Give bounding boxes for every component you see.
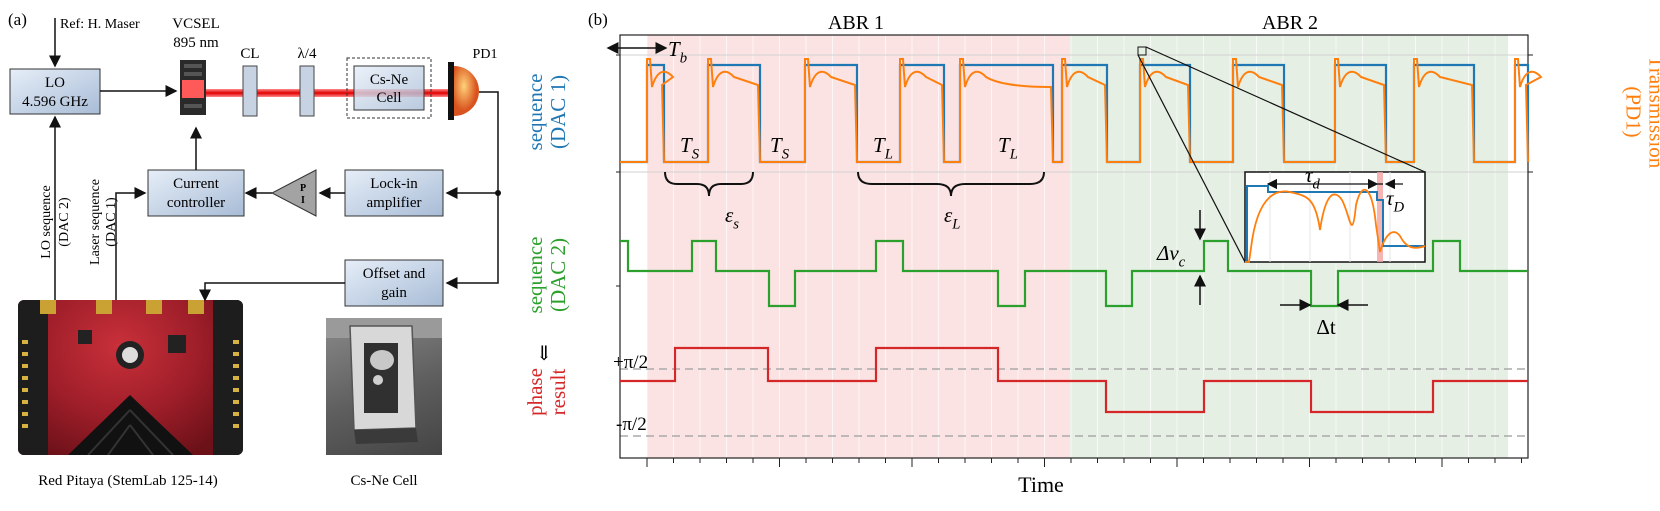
current-controller-box bbox=[147, 169, 245, 217]
svg-text:result: result bbox=[546, 369, 570, 416]
vcsel-line1: VCSEL bbox=[172, 16, 220, 32]
lo-box-line2: 4.596 GHz bbox=[22, 94, 88, 110]
pi-controller-icon bbox=[270, 169, 317, 217]
cl-label: CL bbox=[240, 46, 259, 62]
tl-label-1: TL bbox=[873, 133, 893, 162]
laser-beam bbox=[193, 89, 453, 97]
eps-s-label: εs bbox=[725, 203, 739, 232]
svg-text:Transmission: Transmission bbox=[1645, 56, 1660, 169]
setup-schematic: LO 4.596 GHz Ref: H. Maser VCSEL 895 nm … bbox=[8, 10, 501, 489]
laser-seq-rot-line1: Laser sequence bbox=[88, 179, 103, 265]
minus-pi2-label: -π/2 bbox=[616, 414, 647, 435]
cell-caption: Cs-Ne Cell bbox=[350, 473, 417, 489]
current-line2: controller bbox=[167, 195, 225, 211]
delta-t-label: Δt bbox=[1316, 315, 1336, 339]
lambda-label: λ/4 bbox=[298, 46, 317, 62]
svg-text:sequence: sequence bbox=[523, 237, 547, 314]
tau-D-label: τD bbox=[1386, 186, 1405, 215]
svg-text:LO: LO bbox=[520, 261, 524, 289]
svg-text:Laser: Laser bbox=[520, 89, 524, 136]
svg-text:(PD1): (PD1) bbox=[1621, 86, 1645, 137]
abr2-title: ABR 2 bbox=[1262, 12, 1318, 34]
tau-d-label: τd bbox=[1305, 163, 1321, 192]
delta-nu-label: Δνc bbox=[1156, 241, 1186, 270]
plus-pi2-label: +π/2 bbox=[613, 352, 648, 373]
phase-result-trace bbox=[620, 346, 1528, 414]
cs-ne-cell-photo bbox=[326, 318, 442, 455]
abr1-title: ABR 1 bbox=[828, 12, 884, 34]
cl-lens-icon bbox=[242, 65, 258, 117]
panel-a-label: (a) bbox=[8, 10, 27, 29]
red-pitaya-photo bbox=[18, 300, 243, 455]
svg-text:P: P bbox=[300, 183, 306, 194]
cell-line1: Cs-Ne bbox=[370, 72, 409, 88]
svg-text:(DAC 2): (DAC 2) bbox=[546, 238, 570, 312]
lo-seq-rot-line2: (DAC 2) bbox=[57, 197, 72, 247]
plot-frame bbox=[619, 34, 1529, 459]
ref-label: Ref: H. Maser bbox=[60, 17, 140, 32]
panel-b-label: (b) bbox=[588, 10, 608, 29]
lo-seq-rot-line1: LO sequence bbox=[39, 185, 54, 258]
ylabel-transmission: Transmission(PD1) bbox=[1621, 56, 1660, 169]
svg-text:sequence: sequence bbox=[523, 74, 547, 151]
pd1-label: PD1 bbox=[473, 47, 498, 62]
svg-text:I: I bbox=[301, 195, 305, 206]
lockin-box bbox=[344, 169, 444, 217]
svg-text:(DAC 1): (DAC 1) bbox=[546, 75, 570, 149]
down-arrow-icon: ⇓ bbox=[536, 343, 553, 365]
svg-text:LO: LO bbox=[520, 378, 524, 406]
svg-text:phase: phase bbox=[523, 368, 547, 416]
x-axis-label: Time bbox=[1018, 472, 1064, 497]
ts-label-1: TS bbox=[680, 133, 700, 162]
zoom-marker bbox=[1137, 46, 1147, 56]
photodiode-icon bbox=[454, 66, 479, 116]
offset-line1: Offset and bbox=[363, 266, 426, 282]
lo-box bbox=[9, 68, 101, 115]
tl-label-2: TL bbox=[998, 133, 1018, 162]
ts-label-2: TS bbox=[770, 133, 790, 162]
transmission-trace bbox=[620, 58, 1543, 163]
lockin-line2: amplifier bbox=[367, 195, 422, 211]
vcsel-line2: 895 nm bbox=[173, 35, 219, 51]
brace-eps-l bbox=[857, 171, 1045, 197]
cell-enclosure bbox=[346, 57, 432, 119]
lo-box-line1: LO bbox=[45, 75, 65, 91]
laser-seq-rot-line2: (DAC 1) bbox=[104, 197, 119, 247]
brace-eps-s bbox=[664, 171, 754, 197]
lockin-line1: Lock-in bbox=[370, 176, 418, 192]
eps-l-label: εL bbox=[944, 203, 960, 232]
red-pitaya-caption: Red Pitaya (StemLab 125-14) bbox=[38, 473, 218, 489]
cell-box bbox=[353, 65, 425, 111]
tb-label: Tb bbox=[668, 37, 687, 66]
zoom-inset: τd τD bbox=[1244, 163, 1426, 263]
cell-line2: Cell bbox=[377, 90, 402, 106]
current-line1: Current bbox=[173, 176, 220, 192]
waveplate-icon bbox=[299, 65, 315, 117]
offset-line2: gain bbox=[381, 285, 407, 301]
